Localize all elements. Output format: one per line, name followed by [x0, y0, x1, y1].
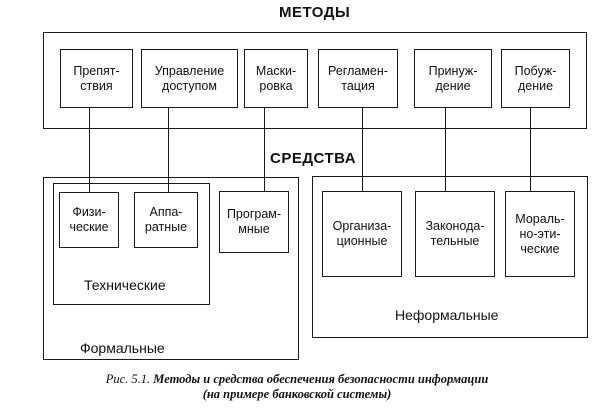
method-coercion: Принуж- дение — [414, 49, 492, 108]
connector-motivation-moral — [530, 108, 531, 191]
informal-label: Неформальные — [395, 307, 499, 323]
connector-access-hardware — [168, 108, 169, 192]
caption-title: Методы и средства обеспечения безопаснос… — [153, 372, 489, 386]
caption-prefix: Рис. 5.1. — [105, 372, 151, 386]
means-physical: Физи- ческие — [59, 192, 119, 248]
connector-coercion-legislative — [445, 108, 446, 191]
connector-obstacle-physical — [89, 108, 90, 192]
method-access-control: Управление доступом — [141, 49, 238, 108]
means-legislative: Законода- тельные — [415, 191, 495, 277]
method-masking: Маски- ровка — [244, 49, 308, 108]
technical-means-frame — [53, 183, 210, 305]
technical-label: Технические — [84, 277, 166, 293]
formal-label: Формальные — [80, 340, 165, 356]
methods-frame — [43, 32, 587, 129]
method-obstacle: Препят- ствия — [60, 49, 133, 108]
figure-caption-subtitle: (на примере банковской системы) — [202, 387, 392, 401]
means-software: Програм- мные — [219, 191, 289, 253]
connector-regulation-organizational — [362, 108, 363, 191]
informal-means-frame — [312, 176, 588, 338]
means-organizational: Организа- ционные — [322, 191, 402, 277]
figure-caption: Рис. 5.1. Методы и средства обеспечения … — [0, 372, 594, 387]
method-motivation: Побуж- дение — [501, 49, 570, 108]
means-heading: СРЕДСТВА — [270, 150, 357, 167]
means-hardware: Аппа- ратные — [134, 192, 198, 248]
means-moral-ethical: Мораль- но-эти- ческие — [505, 191, 575, 277]
methods-heading: МЕТОДЫ — [279, 4, 351, 21]
connector-masking-software — [264, 108, 265, 191]
formal-means-frame — [43, 177, 299, 360]
method-regulation: Регламен- тация — [318, 49, 398, 108]
